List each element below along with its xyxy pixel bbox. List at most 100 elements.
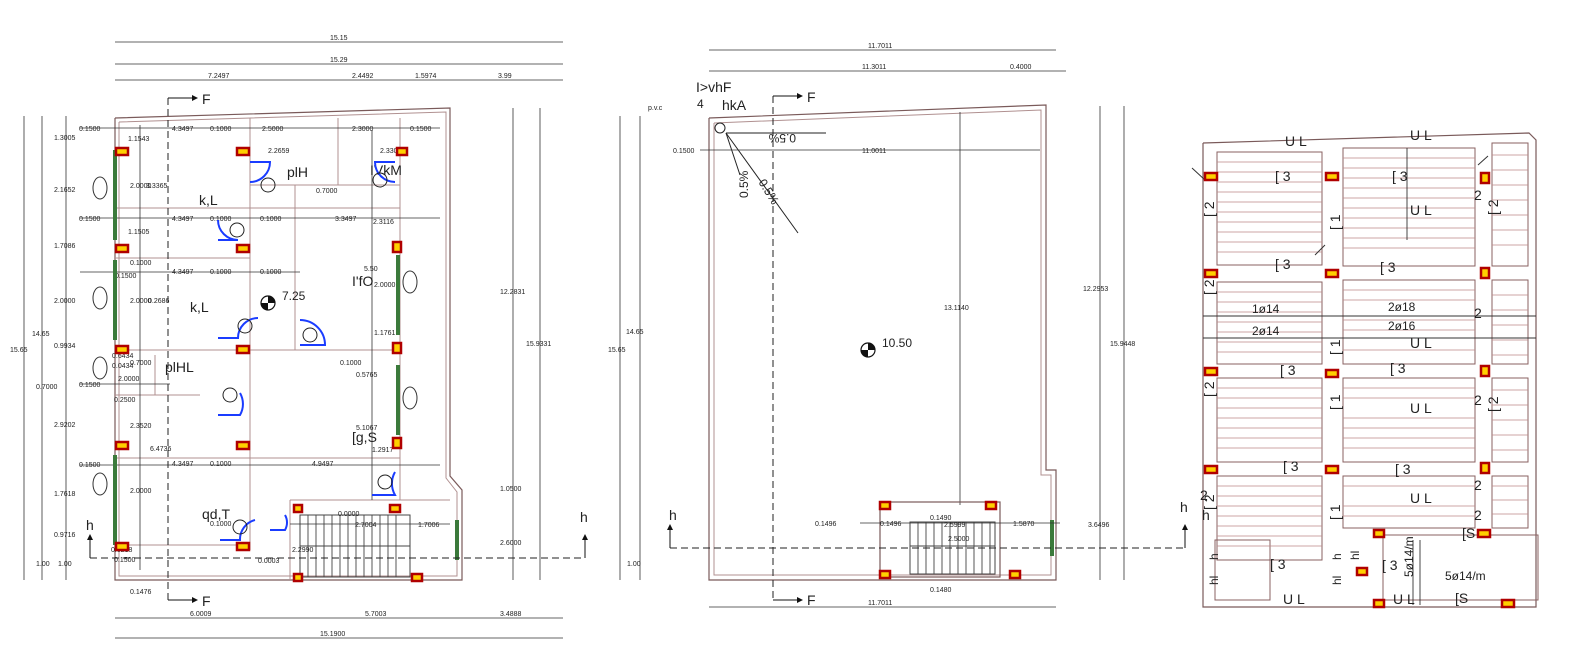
svg-text:1.00: 1.00 [627, 561, 641, 568]
svg-text:[ 2: [ 2 [1201, 201, 1217, 217]
dim-text: 2.9202 [54, 422, 76, 429]
inner-dim-texts: 0.1500 1.1543 4.3497 0.1000 2.5000 2.300… [79, 126, 440, 565]
svg-text:[ 3: [ 3 [1270, 556, 1286, 572]
fixtures [92, 176, 418, 496]
title-line: hkA [722, 97, 747, 113]
svg-text:5ø14/m: 5ø14/m [1402, 536, 1416, 577]
svg-text:U L: U L [1283, 591, 1305, 607]
section-h: h [669, 507, 677, 523]
outer-wall-inner [713, 109, 1052, 576]
svg-text:0.0000: 0.0000 [338, 511, 360, 518]
svg-text:hl: hl [1348, 551, 1362, 560]
room-label: qd,T [202, 506, 230, 522]
dim-text: 11.7011 [868, 43, 892, 50]
stair-box: 0.1496 0.1480 0.1496 2.5000 0.1490 2.599… [815, 500, 1060, 594]
svg-text:0.1480: 0.1480 [930, 587, 952, 594]
svg-text:5.50: 5.50 [364, 266, 378, 273]
svg-text:U L: U L [1410, 127, 1432, 143]
dim-text: 0.9716 [54, 532, 76, 539]
svg-text:[ 3: [ 3 [1382, 557, 1398, 573]
svg-text:13.1140: 13.1140 [944, 305, 969, 312]
svg-text:2.0000: 2.0000 [130, 183, 152, 190]
svg-text:2: 2 [1474, 507, 1482, 523]
svg-text:0.0003: 0.0003 [258, 558, 280, 565]
slab-outline [1202, 132, 1537, 608]
dim-text: 14.65 [32, 331, 50, 338]
windows [113, 150, 459, 560]
svg-text:2.7004: 2.7004 [355, 522, 377, 529]
svg-text:0.7000: 0.7000 [130, 360, 152, 367]
section-mark: F [807, 89, 816, 105]
svg-text:2.5999: 2.5999 [944, 522, 966, 529]
section-h: h [86, 517, 94, 533]
dim-text: 1.5974 [415, 73, 437, 80]
svg-text:2.2659: 2.2659 [268, 148, 290, 155]
room-label: I'fO [352, 273, 373, 289]
svg-text:2.3520: 2.3520 [130, 423, 152, 430]
svg-text:U L: U L [1393, 591, 1415, 607]
svg-text:0.1500: 0.1500 [114, 557, 136, 564]
slab-hatch [1217, 154, 1528, 547]
dim-text: 1.00 [36, 561, 50, 568]
svg-text:2: 2 [1200, 487, 1208, 503]
dim-text: 1.0500 [500, 486, 522, 493]
svg-text:0.1000: 0.1000 [260, 216, 282, 223]
svg-text:1.5870: 1.5870 [1013, 521, 1035, 528]
title-line: I>vhF [696, 79, 731, 95]
svg-text:0.1496: 0.1496 [815, 521, 837, 528]
svg-text:3.3497: 3.3497 [335, 216, 357, 223]
section-mark: F [807, 592, 816, 608]
svg-text:0.2500: 0.2500 [114, 397, 136, 404]
svg-text:2.0000: 2.0000 [374, 282, 396, 289]
svg-text:0.7000: 0.7000 [316, 188, 338, 195]
slab-labels: U L U L U L U L U L U L U L U L 1ø14 2ø1… [1200, 127, 1501, 607]
svg-text:2: 2 [1474, 305, 1482, 321]
svg-text:2: 2 [1474, 392, 1482, 408]
dim-text: 7.2497 [208, 73, 230, 80]
svg-text:5ø14/m: 5ø14/m [1445, 569, 1486, 583]
svg-text:0.1000: 0.1000 [210, 216, 232, 223]
dim-text: 2.6000 [500, 540, 522, 547]
svg-text:[ 2: [ 2 [1485, 199, 1501, 215]
svg-text:15.9448: 15.9448 [1110, 341, 1135, 348]
svg-text:p.v.c: p.v.c [648, 105, 663, 112]
svg-text:2ø18: 2ø18 [1388, 300, 1416, 314]
svg-text:4.3497: 4.3497 [172, 126, 194, 133]
interior-walls [115, 118, 450, 580]
svg-text:U L: U L [1285, 133, 1307, 149]
slab-panels [1214, 142, 1539, 601]
level-marker: 10.50 [860, 336, 912, 358]
svg-text:0.1000: 0.1000 [340, 360, 362, 367]
dim-text: 1.3005 [54, 135, 76, 142]
svg-text:h: h [1330, 553, 1344, 560]
dim-text: 15.1900 [320, 631, 345, 638]
room-label: [g,S [352, 429, 377, 445]
level-value: 10.50 [882, 336, 912, 350]
svg-text:0.1496: 0.1496 [880, 521, 902, 528]
svg-text:U L: U L [1410, 400, 1432, 416]
title-line: 4 [697, 97, 704, 111]
svg-text:[ 3: [ 3 [1395, 461, 1411, 477]
drain-icon [714, 122, 726, 134]
svg-text:1.1505: 1.1505 [128, 229, 150, 236]
dim-text: 0.7000 [36, 384, 58, 391]
svg-text:11.0011: 11.0011 [862, 148, 886, 155]
svg-text:0.0434: 0.0434 [112, 363, 134, 370]
svg-text:1.1543: 1.1543 [128, 136, 150, 143]
svg-text:12.2953: 12.2953 [1083, 286, 1108, 293]
section-mark: F [202, 91, 211, 107]
svg-text:4.9497: 4.9497 [312, 461, 334, 468]
svg-text:2ø16: 2ø16 [1388, 319, 1416, 333]
room-label: plHL [165, 359, 194, 375]
slope-label: 0.5% [768, 131, 796, 145]
svg-text:6.4736: 6.4736 [150, 446, 172, 453]
level-marker: 7.25 [260, 289, 306, 311]
dim-text: 1.7618 [54, 491, 76, 498]
svg-text:2: 2 [1474, 477, 1482, 493]
svg-text:3.6496: 3.6496 [1088, 522, 1110, 529]
svg-text:[S: [S [1462, 525, 1475, 541]
svg-text:14.65: 14.65 [626, 329, 644, 336]
svg-text:4.3497: 4.3497 [172, 269, 194, 276]
dim-text: 3.4888 [500, 611, 522, 618]
dim-text: 12.2831 [500, 289, 525, 296]
